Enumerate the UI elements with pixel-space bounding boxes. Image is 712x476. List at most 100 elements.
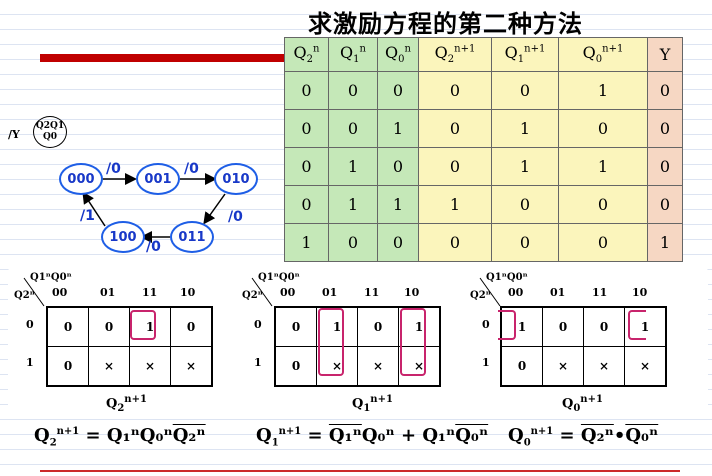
table-cell: 0	[284, 147, 329, 186]
kmap-col: 10	[404, 286, 420, 299]
state-legend: Q2Q1 Q0	[33, 116, 67, 148]
kmap-cell: 1	[316, 306, 358, 347]
table-cell: 0	[418, 147, 492, 186]
table-cell: 0	[284, 185, 329, 224]
kmap-cell: 0	[583, 306, 625, 347]
kmap-cell: ×	[357, 346, 399, 387]
table-cell: 1	[647, 223, 683, 262]
kmap-group-box	[318, 308, 344, 376]
kmap-cell: ×	[129, 346, 171, 387]
table-cell: 1	[377, 109, 419, 148]
truth-table-header: Q2n Q1n Q0n Q2n+1 Q1n+1 Q0n+1 Y	[284, 37, 683, 72]
kmap-row: 0	[254, 318, 262, 331]
table-cell: 0	[418, 109, 492, 148]
kmap-col: 10	[632, 286, 648, 299]
kmap-diagonal	[251, 277, 273, 307]
kmap-corner-left: Q2ⁿ	[470, 290, 491, 301]
table-cell: 1	[558, 71, 648, 110]
table-cell: 0	[491, 71, 559, 110]
kmap-col: 10	[180, 286, 196, 299]
table-cell: 1	[328, 185, 378, 224]
page-title: 求激励方程的第二种方法	[308, 9, 583, 38]
kmap-row: 0	[26, 318, 34, 331]
kmap-name: Q2n+1	[106, 394, 147, 414]
legend-top: Q2Q1	[35, 121, 65, 131]
kmap-group-box	[400, 308, 426, 376]
table-cell: 0	[558, 109, 648, 148]
transition-label: /0	[184, 161, 199, 177]
kmap-col: 01	[100, 286, 116, 299]
state-001: 001	[136, 163, 180, 195]
table-row: 0 0 1 0 1 0 0	[284, 109, 683, 148]
table-row: 0 0 0 0 0 1 0	[284, 71, 683, 110]
table-cell: 0	[328, 109, 378, 148]
table-cell: 0	[284, 109, 329, 148]
kmap-cell: ×	[170, 346, 213, 387]
kmap-name: Q1n+1	[352, 394, 393, 414]
kmap-cell: 0	[46, 306, 89, 347]
table-cell: 0	[558, 185, 648, 224]
table-row: 0 1 1 1 0 0 0	[284, 185, 683, 224]
kmap-diagonal	[479, 277, 501, 307]
kmap-cell: 0	[46, 346, 89, 387]
bottom-rule	[40, 470, 680, 472]
kmap-row: 1	[482, 356, 490, 369]
kmap-cell: ×	[398, 346, 441, 387]
kmap-cell: 0	[500, 346, 543, 387]
kmap-col: 00	[52, 286, 68, 299]
table-cell: 0	[647, 147, 683, 186]
kmap-diagonal	[23, 277, 45, 307]
table-cell: 1	[328, 147, 378, 186]
kmap-corner-left: Q2ⁿ	[14, 290, 35, 301]
state-arrows	[82, 173, 226, 243]
kmap-row: 1	[254, 356, 262, 369]
kmap-cell: 0	[542, 306, 584, 347]
kmap-cell: 0	[274, 346, 317, 387]
kmap-corner-top: Q1ⁿQ0ⁿ	[30, 272, 72, 283]
kmap-cell: 1	[398, 306, 441, 347]
table-cell: 0	[491, 223, 559, 262]
table-cell: 1	[284, 223, 329, 262]
transition-label: /0	[228, 209, 243, 225]
kmap-col: 11	[592, 286, 608, 299]
table-cell: 0	[647, 71, 683, 110]
header-q0n1: Q0n+1	[558, 37, 648, 72]
kmap-cell: ×	[542, 346, 584, 387]
kmap-q2: Q1ⁿQ0ⁿ Q2ⁿ 00 01 11 10 0 1 0 0 1 0 0 × ×…	[14, 270, 222, 420]
truth-table: Q2n Q1n Q0n Q2n+1 Q1n+1 Q0n+1 Y 0 0 0 0 …	[284, 37, 683, 262]
kmap-cell: ×	[624, 346, 667, 387]
table-cell: 1	[491, 109, 559, 148]
kmap-cell: ×	[583, 346, 625, 387]
kmap-col: 00	[508, 286, 524, 299]
state-100: 100	[101, 221, 145, 253]
table-cell: 1	[418, 185, 492, 224]
transition-label: /1	[80, 208, 95, 224]
kmap-cell: 0	[88, 306, 130, 347]
transition-label: /0	[106, 161, 121, 177]
table-cell: 1	[377, 185, 419, 224]
kmap-group-box	[628, 310, 646, 340]
kmap-corner-left: Q2ⁿ	[242, 290, 263, 301]
kmap-cell: 0	[357, 306, 399, 347]
accent-bar	[40, 54, 340, 62]
kmap-cell: ×	[316, 346, 358, 387]
header-q2n: Q2n	[284, 37, 329, 72]
table-cell: 0	[418, 71, 492, 110]
kmap-corner-top: Q1ⁿQ0ⁿ	[486, 272, 528, 283]
kmap-grid: 1 0 0 1 0 × × ×	[500, 306, 667, 387]
kmap-group-box	[498, 310, 516, 340]
kmap-col: 11	[142, 286, 158, 299]
header-y: Y	[647, 37, 683, 72]
table-cell: 0	[558, 223, 648, 262]
header-q2n1: Q2n+1	[418, 37, 492, 72]
kmap-name: Q0n+1	[562, 394, 603, 414]
state-diagram: /Y Q2Q1 Q0 000 001 010 011 100 /0 /0 /0 …	[0, 106, 260, 256]
kmap-cell: 0	[170, 306, 213, 347]
kmap-grid: 0 1 0 1 0 × × ×	[274, 306, 441, 387]
table-cell: 1	[558, 147, 648, 186]
equation-q0: Q0n+1 = Q₂ⁿ•Q₀ⁿ	[508, 425, 659, 449]
header-q1n: Q1n	[328, 37, 378, 72]
table-cell: 0	[377, 147, 419, 186]
table-cell: 0	[647, 109, 683, 148]
table-cell: 0	[377, 223, 419, 262]
